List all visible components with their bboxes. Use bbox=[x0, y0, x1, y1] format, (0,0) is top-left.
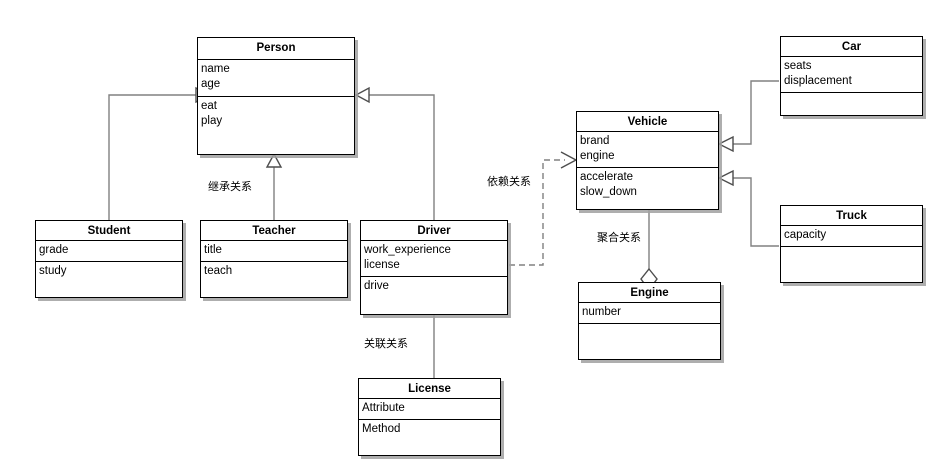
class-attributes-student: grade bbox=[36, 241, 182, 262]
class-title-license: License bbox=[359, 379, 500, 399]
attribute-row: seats bbox=[784, 60, 812, 72]
attribute-row: Attribute bbox=[362, 402, 405, 414]
class-attributes-car: seats displacement bbox=[781, 57, 922, 93]
attribute-row: title bbox=[204, 244, 222, 256]
attribute-row: number bbox=[582, 306, 621, 318]
class-title-engine: Engine bbox=[579, 283, 720, 303]
class-methods-truck bbox=[781, 247, 922, 251]
class-methods-engine bbox=[579, 324, 720, 328]
attribute-row: name bbox=[201, 63, 230, 75]
attribute-row: age bbox=[201, 78, 221, 90]
class-title-student: Student bbox=[36, 221, 182, 241]
method-row: eat bbox=[201, 100, 217, 112]
class-title-truck: Truck bbox=[781, 206, 922, 226]
edge-label-inheritance: 继承关系 bbox=[208, 181, 252, 193]
class-methods-driver: drive bbox=[361, 277, 507, 296]
class-attributes-person: name age bbox=[198, 60, 354, 97]
class-methods-teacher: teach bbox=[201, 262, 347, 281]
edge-label-association: 关联关系 bbox=[364, 338, 408, 350]
method-row: slow_down bbox=[580, 186, 637, 198]
edge-student-person-inheritance[interactable] bbox=[108, 86, 212, 220]
uml-class-license[interactable]: License Attribute Method bbox=[358, 378, 501, 456]
class-methods-person: eat play bbox=[198, 97, 354, 131]
uml-class-vehicle[interactable]: Vehicle brand engine accelerate slow_dow… bbox=[576, 111, 719, 210]
class-attributes-teacher: title bbox=[201, 241, 347, 262]
edge-driver-vehicle-dependency[interactable] bbox=[509, 151, 578, 266]
uml-class-engine[interactable]: Engine number bbox=[578, 282, 721, 360]
class-attributes-vehicle: brand engine bbox=[577, 132, 718, 168]
uml-class-truck[interactable]: Truck capacity bbox=[780, 205, 923, 283]
method-row: teach bbox=[204, 265, 233, 277]
uml-class-teacher[interactable]: Teacher title teach bbox=[200, 220, 348, 298]
edge-label-aggregation: 聚合关系 bbox=[597, 232, 641, 244]
attribute-row: capacity bbox=[784, 229, 827, 241]
uml-class-person[interactable]: Person name age eat play bbox=[197, 37, 355, 155]
class-methods-car bbox=[781, 93, 922, 97]
class-attributes-truck: capacity bbox=[781, 226, 922, 247]
edge-truck-vehicle-inheritance[interactable] bbox=[717, 169, 779, 247]
class-title-driver: Driver bbox=[361, 221, 507, 241]
attribute-row: brand bbox=[580, 135, 610, 147]
attribute-row: engine bbox=[580, 150, 615, 162]
attribute-row: displacement bbox=[784, 75, 852, 87]
edge-driver-person-inheritance[interactable] bbox=[354, 86, 435, 220]
uml-class-driver[interactable]: Driver work_experience license drive bbox=[360, 220, 508, 315]
attribute-row: work_experience bbox=[364, 244, 451, 256]
class-attributes-driver: work_experience license bbox=[361, 241, 507, 277]
method-row: play bbox=[201, 115, 223, 127]
uml-class-car[interactable]: Car seats displacement bbox=[780, 36, 923, 116]
class-title-car: Car bbox=[781, 37, 922, 57]
uml-class-student[interactable]: Student grade study bbox=[35, 220, 183, 298]
class-methods-vehicle: accelerate slow_down bbox=[577, 168, 718, 202]
method-row: Method bbox=[362, 423, 401, 435]
class-title-teacher: Teacher bbox=[201, 221, 347, 241]
method-row: drive bbox=[364, 280, 389, 292]
edge-car-vehicle-inheritance[interactable] bbox=[717, 80, 779, 153]
edge-vehicle-engine-aggregation[interactable] bbox=[640, 210, 658, 292]
class-attributes-license: Attribute bbox=[359, 399, 500, 420]
edge-label-dependency: 依赖关系 bbox=[487, 176, 531, 188]
class-title-vehicle: Vehicle bbox=[577, 112, 718, 132]
class-attributes-engine: number bbox=[579, 303, 720, 324]
class-title-person: Person bbox=[198, 38, 354, 60]
attribute-row: grade bbox=[39, 244, 69, 256]
edge-teacher-person-inheritance[interactable] bbox=[265, 152, 283, 220]
method-row: study bbox=[39, 265, 67, 277]
method-row: accelerate bbox=[580, 171, 634, 183]
attribute-row: license bbox=[364, 259, 400, 271]
class-methods-student: study bbox=[36, 262, 182, 281]
class-methods-license: Method bbox=[359, 420, 500, 439]
